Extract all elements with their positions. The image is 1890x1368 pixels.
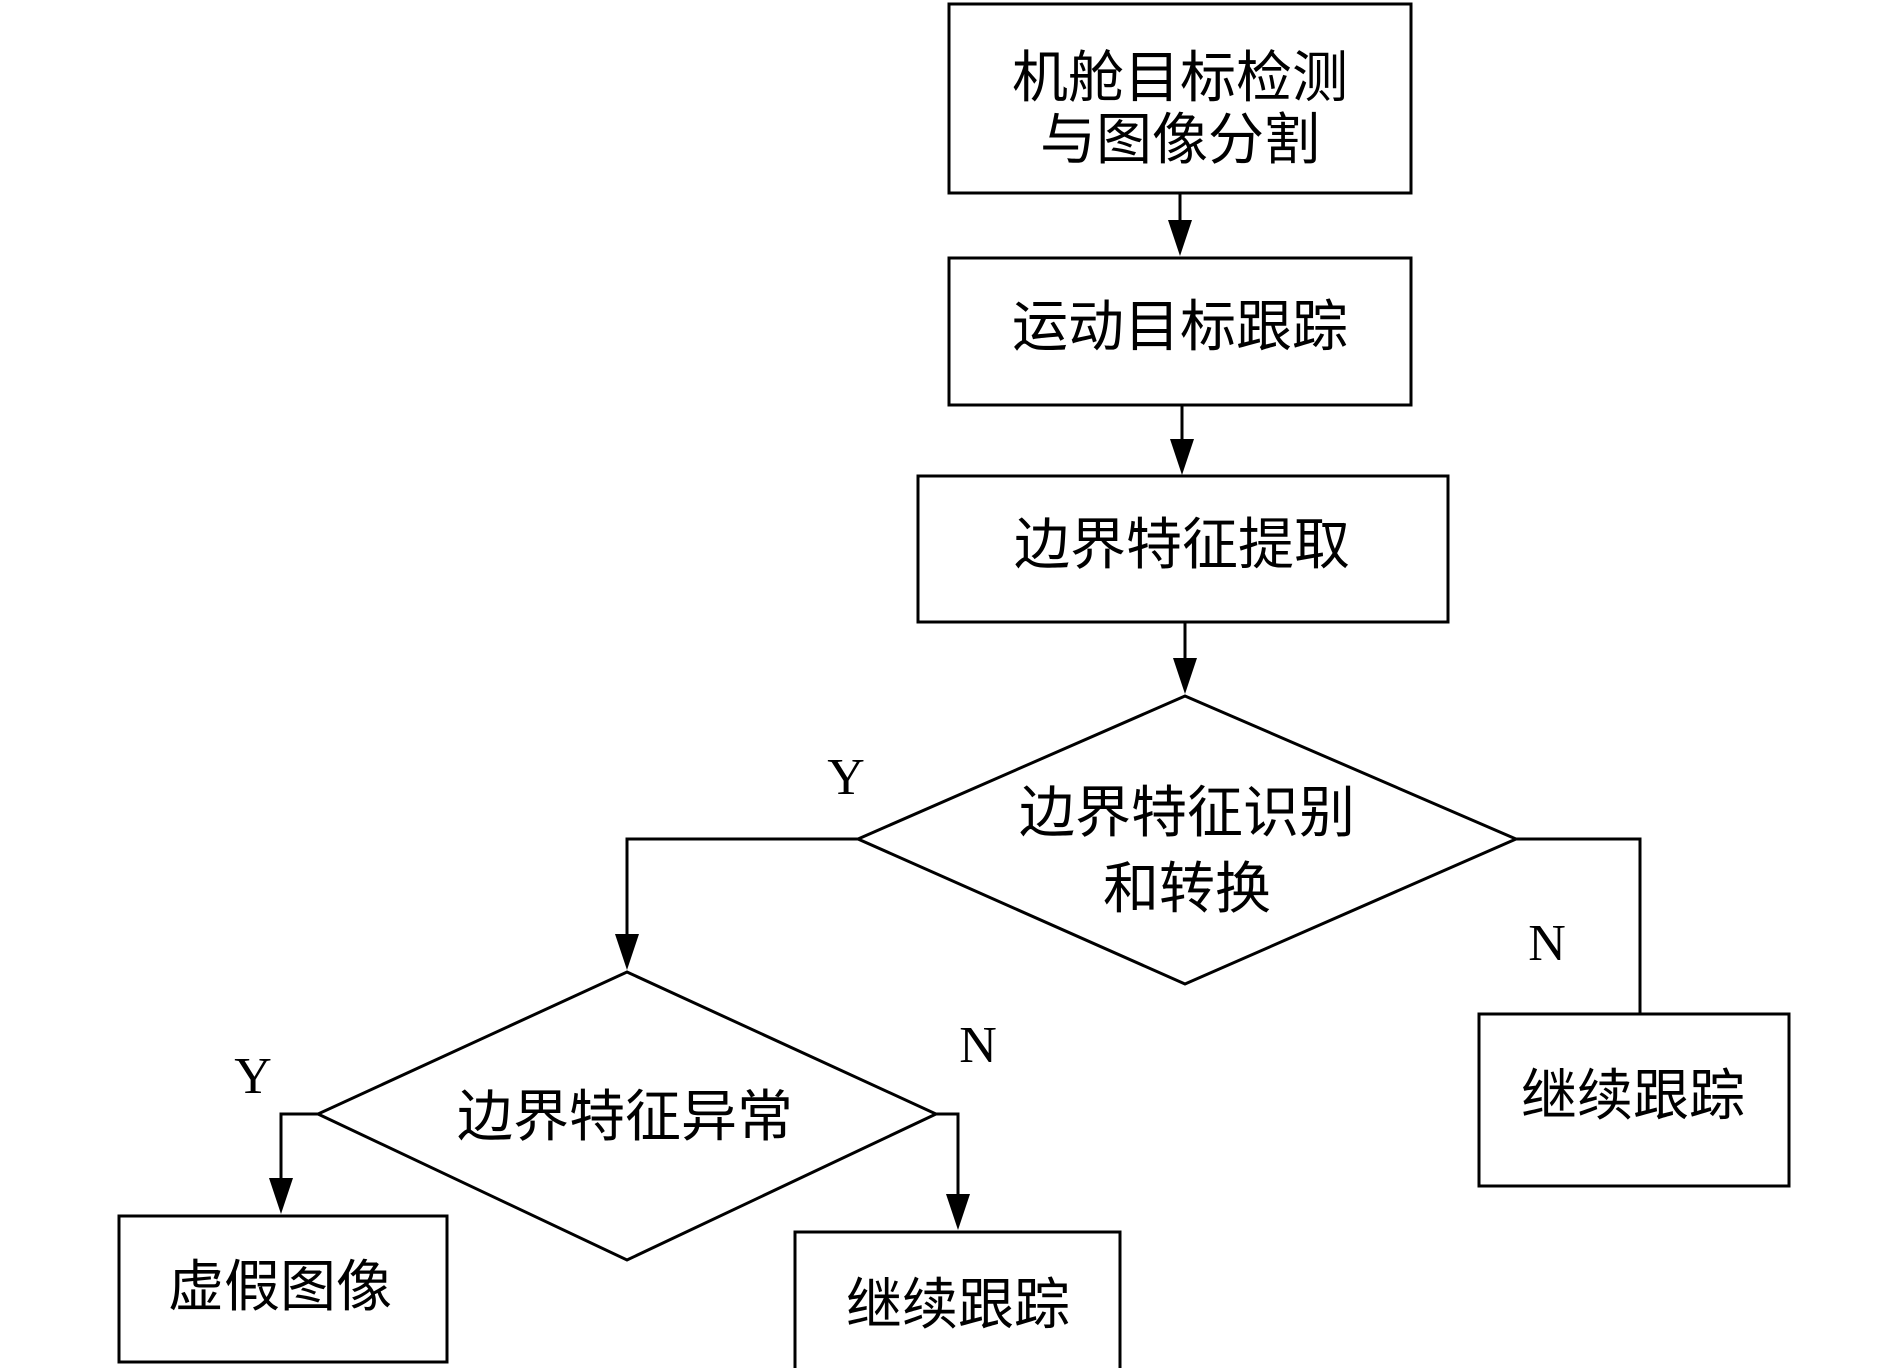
connector-tracking-to-extract	[1170, 405, 1194, 475]
node-edge-recognize-line2: 和转换	[1103, 857, 1271, 922]
branch-label-abnormal-yes: Y	[234, 1048, 272, 1105]
arrowhead-icon	[1173, 658, 1197, 694]
node-detect-segment: 机舱目标检测 与图像分割	[947, 2, 1413, 195]
node-edge-recognize: 边界特征识别 和转换	[854, 694, 1520, 986]
node-edge-abnormal-label: 边界特征异常	[457, 1085, 793, 1150]
node-continue-right: 继续跟踪	[1477, 1012, 1791, 1188]
node-tracking-box	[947, 256, 1413, 407]
arrowhead-icon	[1170, 439, 1194, 475]
connector-detect-to-tracking	[1168, 193, 1192, 256]
branch-label-recognize-no: N	[1528, 915, 1566, 972]
connector-extract-to-recognize	[1173, 622, 1197, 694]
node-edge-abnormal-diamond	[314, 970, 940, 1262]
node-edge-abnormal: 边界特征异常	[314, 970, 940, 1262]
node-continue-left-label: 继续跟踪	[846, 1273, 1070, 1338]
node-tracking: 运动目标跟踪	[947, 256, 1413, 407]
branch-label-recognize-yes: Y	[827, 749, 865, 806]
arrowhead-icon	[269, 1178, 293, 1214]
node-tracking-label: 运动目标跟踪	[1012, 295, 1348, 360]
branch-label-abnormal-no: N	[959, 1017, 997, 1074]
connector-abnormal-no	[936, 1112, 970, 1230]
arrowhead-icon	[946, 1194, 970, 1230]
connector-recognize-yes	[615, 837, 858, 970]
connector-abnormal-yes	[269, 1112, 318, 1214]
node-fake-image-box	[117, 1214, 449, 1364]
connector-recognize-no	[1516, 837, 1642, 1014]
arrowhead-icon	[1168, 220, 1192, 256]
node-fake-image-label: 虚假图像	[168, 1255, 392, 1320]
node-edge-recognize-diamond	[854, 694, 1520, 986]
node-fake-image: 虚假图像	[117, 1214, 449, 1364]
node-continue-right-box	[1477, 1012, 1791, 1188]
node-edge-extract-box	[916, 474, 1450, 624]
node-continue-left: 继续跟踪	[793, 1230, 1122, 1368]
arrowhead-icon	[615, 934, 639, 970]
node-detect-segment-line1: 机舱目标检测	[1012, 46, 1348, 111]
node-detect-segment-line2: 与图像分割	[1040, 108, 1320, 173]
node-edge-extract: 边界特征提取	[916, 474, 1450, 624]
node-edge-extract-label: 边界特征提取	[1014, 513, 1350, 578]
node-continue-left-box	[793, 1230, 1122, 1368]
node-edge-recognize-line1: 边界特征识别	[1019, 781, 1355, 846]
node-continue-right-label: 继续跟踪	[1521, 1064, 1745, 1129]
node-detect-segment-box	[947, 2, 1413, 195]
